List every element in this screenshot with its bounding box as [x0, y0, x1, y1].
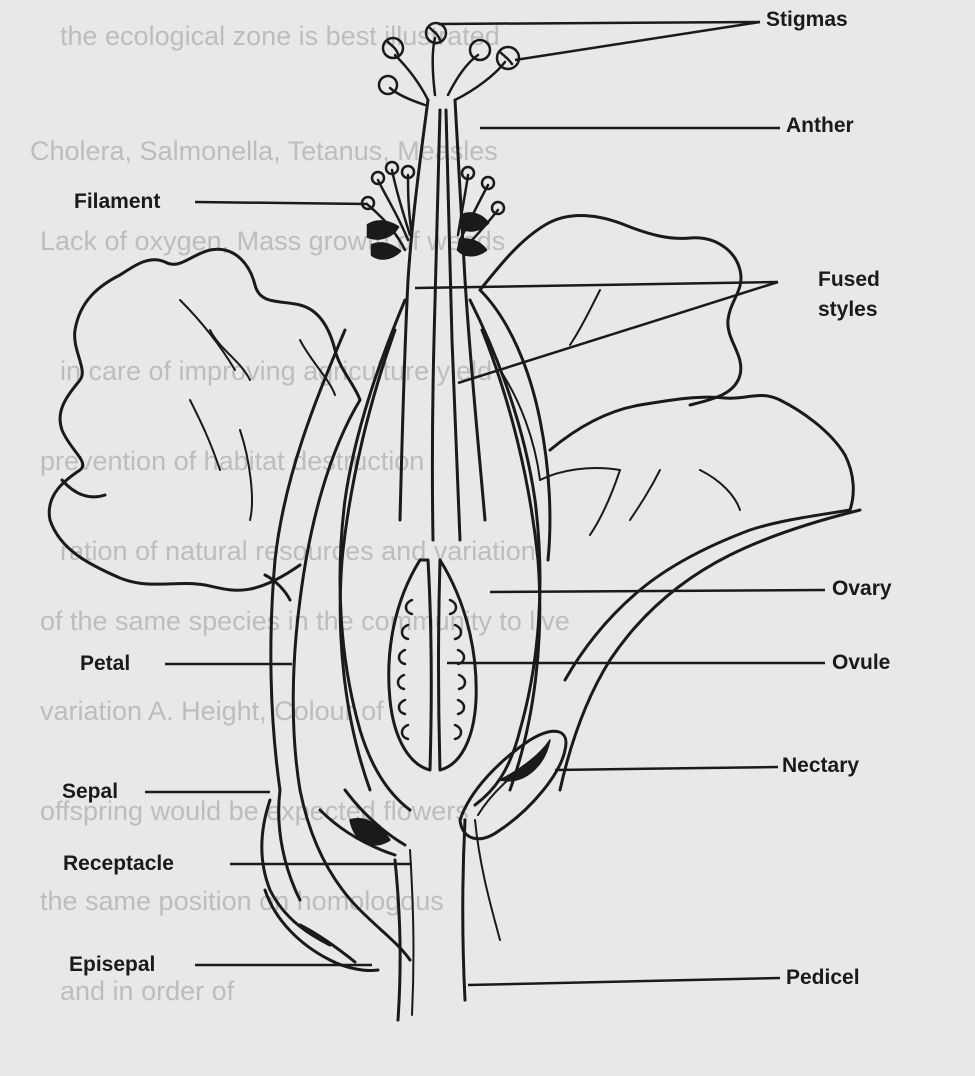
label-ovary: Ovary: [832, 577, 892, 600]
label-stigmas: Stigmas: [766, 8, 848, 31]
leader-lines: [145, 20, 826, 987]
svg-text:variation A. Height, Colour of: variation A. Height, Colour of: [40, 696, 384, 726]
svg-text:prevention of habitat destruct: prevention of habitat destruction: [40, 446, 424, 476]
ovary-right-chamber: [437, 558, 478, 772]
label-fused-styles-line2: styles: [818, 298, 878, 321]
label-pedicel: Pedicel: [786, 966, 860, 989]
svg-text:the same position on homologou: the same position on homologous: [40, 886, 444, 916]
svg-text:Lack of oxygen, Mass growth of: Lack of oxygen, Mass growth of weeds: [40, 226, 505, 256]
svg-text:ration of natural resources an: ration of natural resources and variatio…: [60, 536, 536, 566]
label-ovule: Ovule: [832, 651, 891, 674]
pedicel-right: [461, 818, 467, 1002]
label-filament: Filament: [74, 190, 161, 213]
label-petal: Petal: [80, 652, 131, 675]
ovary-left-chamber: [387, 558, 433, 772]
ovules: [396, 598, 467, 741]
stamens-cluster: [360, 160, 506, 260]
stigmas-group: [377, 21, 521, 107]
svg-text:and in order of: and in order of: [60, 976, 235, 1006]
label-episepal: Episepal: [69, 953, 156, 976]
label-anther: Anther: [786, 114, 854, 137]
label-receptacle: Receptacle: [63, 852, 174, 875]
svg-text:Cholera, Salmonella, Tetanus,: Cholera, Salmonella, Tetanus, Measles: [30, 136, 498, 166]
sepal-outline: [260, 798, 332, 947]
svg-text:in care of improving agricultu: in care of improving agriculture yield: [60, 356, 492, 386]
bleed-through-text: the ecological zone is best illustrated …: [30, 21, 570, 1006]
svg-text:of the same species in the com: of the same species in the community to …: [40, 606, 570, 636]
label-nectary: Nectary: [782, 754, 860, 777]
episepal-outline: [263, 888, 380, 972]
right-petal-outline: [478, 214, 743, 407]
svg-text:offspring would be expected fl: offspring would be expected flowers: [40, 796, 469, 826]
label-fused-styles-line1: Fused: [818, 268, 880, 291]
label-sepal: Sepal: [62, 780, 119, 803]
left-petal-outline: [47, 247, 362, 592]
pedicel-left: [393, 858, 402, 1022]
